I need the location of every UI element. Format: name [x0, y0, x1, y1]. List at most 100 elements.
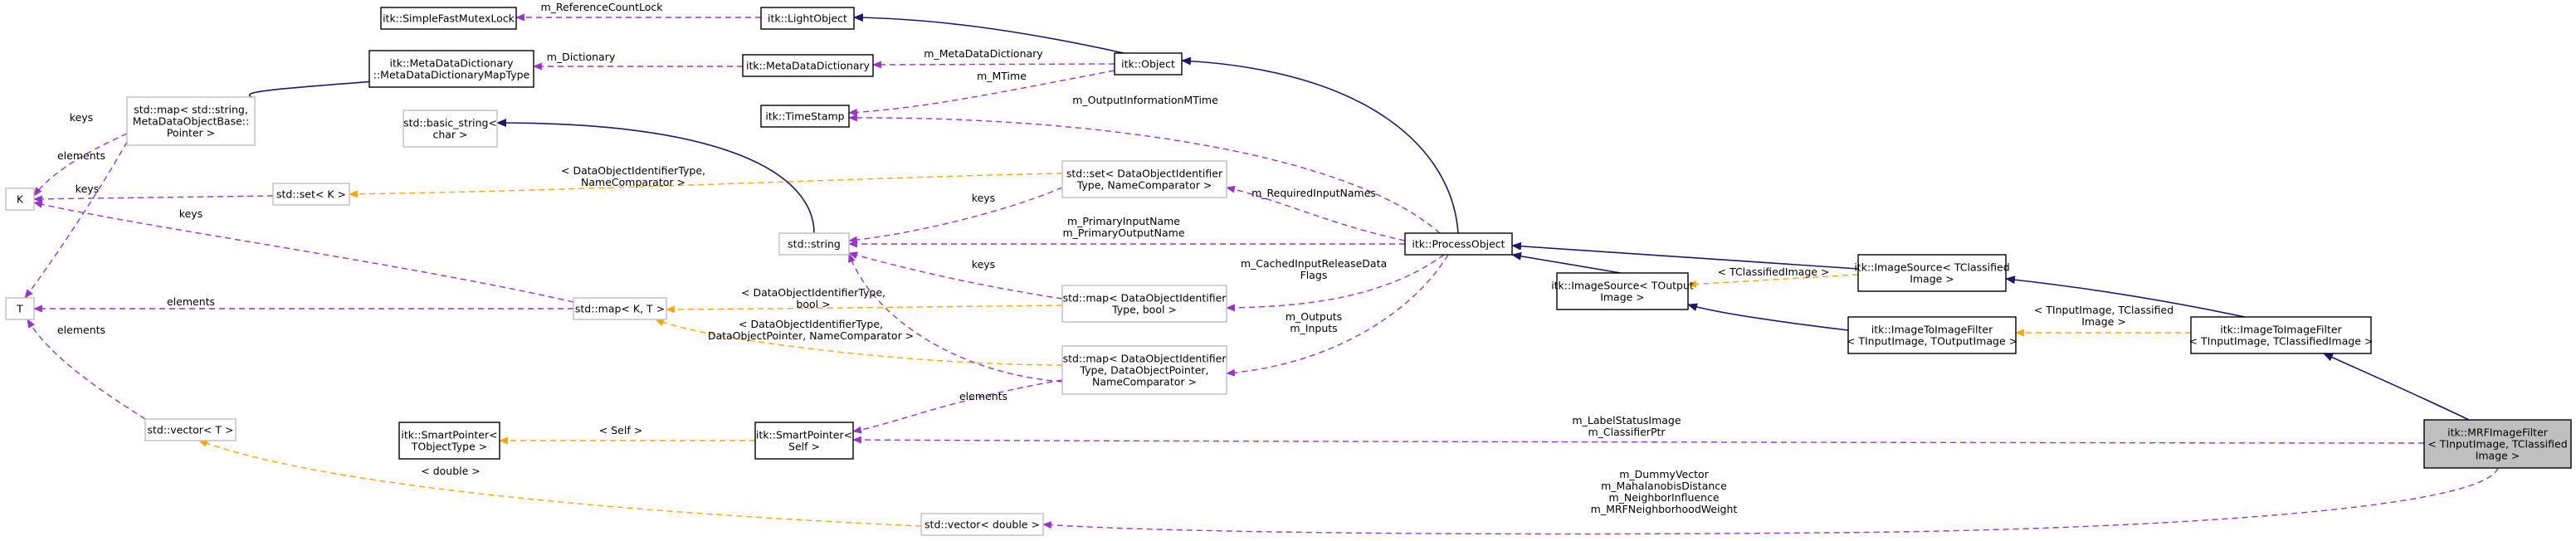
member-edge: [1226, 254, 1445, 312]
node-basic-string[interactable]: std::basic_string<char >: [402, 110, 498, 148]
node-image-to-image-filter-classified[interactable]: itk::ImageToImageFilter< TInputImage, TC…: [2189, 316, 2374, 354]
edge-label-text: < DataObjectIdentifierType,: [741, 286, 886, 299]
node-label: Type, NameComparator >: [1076, 179, 1212, 192]
edge-label-keys-map-bool: keys: [972, 258, 995, 270]
edge-label-keys-set-k: keys: [76, 183, 99, 195]
edge-label-text: m_MahalanobisDistance: [1601, 480, 1727, 492]
node-t[interactable]: T: [5, 297, 35, 320]
node-smart-pointer-tobject[interactable]: itk::SmartPointer<TObjectType >: [398, 422, 500, 460]
node-map-dataobject-pointer[interactable]: std::map< DataObjectIdentifierType, Data…: [1061, 345, 1227, 395]
edge-label-text: m_ClassifierPtr: [1588, 426, 1666, 438]
node-mrf-image-filter[interactable]: itk::MRFImageFilter< TInputImage, TClass…: [2423, 419, 2572, 469]
edge-label-map-bool-template: < DataObjectIdentifierType,bool >: [741, 286, 886, 310]
node-meta-data-dictionary-map-type[interactable]: itk::MetaDataDictionary::MetaDataDiction…: [368, 50, 534, 88]
node-time-stamp[interactable]: itk::TimeStamp: [760, 105, 850, 128]
node-set-dataobject[interactable]: std::set< DataObjectIdentifierType, Name…: [1061, 160, 1227, 198]
node-box: [402, 110, 498, 148]
node-simple-fast-mutex-lock[interactable]: itk::SimpleFastMutexLock: [380, 7, 517, 30]
edge-label-text: m_Inputs: [1290, 322, 1337, 334]
node-label: itk::LightObject: [768, 12, 847, 25]
node-image-source-classified[interactable]: itk::ImageSource< TClassifiedImage >: [1854, 254, 2010, 292]
inheritance-edge: [853, 13, 1125, 54]
node-light-object[interactable]: itk::LightObject: [760, 7, 855, 30]
edge-label-meta-data-dictionary: m_MetaDataDictionary: [924, 47, 1043, 60]
node-box: [2190, 316, 2372, 354]
node-label: itk::MetaDataDictionary: [389, 57, 514, 70]
edge-label-text: m_NeighborInfluence: [1608, 491, 1719, 504]
member-edge: [852, 436, 2425, 444]
node-image-source-output[interactable]: itk::ImageSource< TOutputImage >: [1551, 272, 1694, 310]
edge-label-dictionary: m_Dictionary: [547, 51, 616, 63]
edge-label-tclassified-image: < TClassifiedImage >: [1718, 266, 1830, 278]
edge-label-keys-map-kt: keys: [179, 207, 202, 220]
node-label: itk::ImageToImageFilter: [2220, 324, 2342, 336]
node-label: T: [16, 303, 23, 315]
nodes: itk::SimpleFastMutexLock itk::LightObject…: [5, 7, 2572, 536]
node-label: std::map< DataObjectIdentifier: [1063, 353, 1227, 365]
node-vector-double[interactable]: std::vector< double >: [920, 513, 1044, 536]
node-map-kt[interactable]: std::map< K, T >: [573, 297, 667, 320]
node-box: [5, 188, 35, 211]
member-edge: [27, 319, 146, 420]
node-vector-t[interactable]: std::vector< T >: [144, 418, 237, 441]
node-smart-pointer-self[interactable]: itk::SmartPointer<Self >: [754, 422, 854, 460]
edge-label-text: < double >: [421, 465, 481, 477]
edge-label-text: keys: [972, 258, 995, 270]
node-image-to-image-filter-output[interactable]: itk::ImageToImageFilter< TInputImage, TO…: [1847, 316, 2017, 354]
edge-label-text: m_MetaDataDictionary: [924, 47, 1043, 60]
inheritance-edge: [2323, 353, 2470, 421]
member-edge: [24, 141, 128, 299]
edge-label-text: < Self >: [599, 424, 642, 436]
node-box: [1556, 272, 1689, 310]
node-box: [778, 232, 850, 256]
node-label: Type, DataObjectPointer,: [1079, 364, 1208, 377]
edge-label-text: m_Dictionary: [547, 51, 616, 63]
node-box: [2423, 419, 2572, 469]
template-edge: [198, 440, 922, 527]
node-box: [5, 297, 35, 320]
node-label: Image >: [2476, 450, 2520, 462]
node-box: [1114, 52, 1183, 76]
node-set-k[interactable]: std::set< K >: [272, 183, 350, 206]
edge-label-required-input-names: m_RequiredInputNames: [1251, 187, 1376, 199]
inheritance-edge: [2005, 275, 2246, 318]
node-meta-data-dictionary[interactable]: itk::MetaDataDictionary: [742, 54, 874, 77]
node-label: std::map< DataObjectIdentifier: [1063, 292, 1227, 305]
node-map-dataobject-bool[interactable]: std::map< DataObjectIdentifierType, bool…: [1061, 285, 1227, 323]
member-edge: [1226, 254, 1449, 377]
template-edge: [349, 173, 1063, 198]
edge-label-text: < TClassifiedImage >: [1718, 266, 1830, 278]
node-label: std::set< DataObjectIdentifier: [1066, 168, 1223, 180]
edge-label-set-template: < DataObjectIdentifierType,NameComparato…: [561, 164, 705, 188]
edge-label-mtime: m_MTime: [977, 70, 1027, 82]
node-label: ::MetaDataDictionaryMapType: [373, 69, 530, 81]
node-label: std::string: [788, 238, 841, 251]
node-label: itk::SmartPointer<: [401, 429, 497, 441]
edge-label-text: m_DummyVector: [1619, 468, 1709, 480]
node-label: < TInputImage, TOutputImage >: [1847, 335, 2017, 348]
node-box: [1857, 254, 2007, 292]
edge-label-text: keys: [972, 192, 995, 204]
node-box: [742, 54, 874, 77]
node-box: [760, 105, 850, 128]
edge-label-map-pointer-template: < DataObjectIdentifierType,DataObjectPoi…: [708, 318, 914, 342]
node-string[interactable]: std::string: [778, 232, 850, 256]
edge-label-output-information-mtime: m_OutputInformationMTime: [1072, 94, 1218, 106]
edge-label-text: elements: [959, 390, 1007, 402]
node-map-string-metadata[interactable]: std::map< std::string,MetaDataObjectBase…: [126, 96, 256, 146]
node-box: [1404, 232, 1513, 256]
edge-label-text: < DataObjectIdentifierType,: [739, 318, 883, 330]
template-edge: [666, 305, 1063, 314]
node-box: [1061, 345, 1227, 395]
member-edge: [33, 133, 128, 197]
node-box: [144, 418, 237, 441]
node-box: [760, 7, 855, 30]
edge-label-text: elements: [57, 149, 105, 162]
node-k[interactable]: K: [5, 188, 35, 211]
node-object[interactable]: itk::Object: [1114, 52, 1183, 76]
node-label: < TInputImage, TClassified: [2427, 438, 2567, 451]
node-process-object[interactable]: itk::ProcessObject: [1404, 232, 1513, 256]
